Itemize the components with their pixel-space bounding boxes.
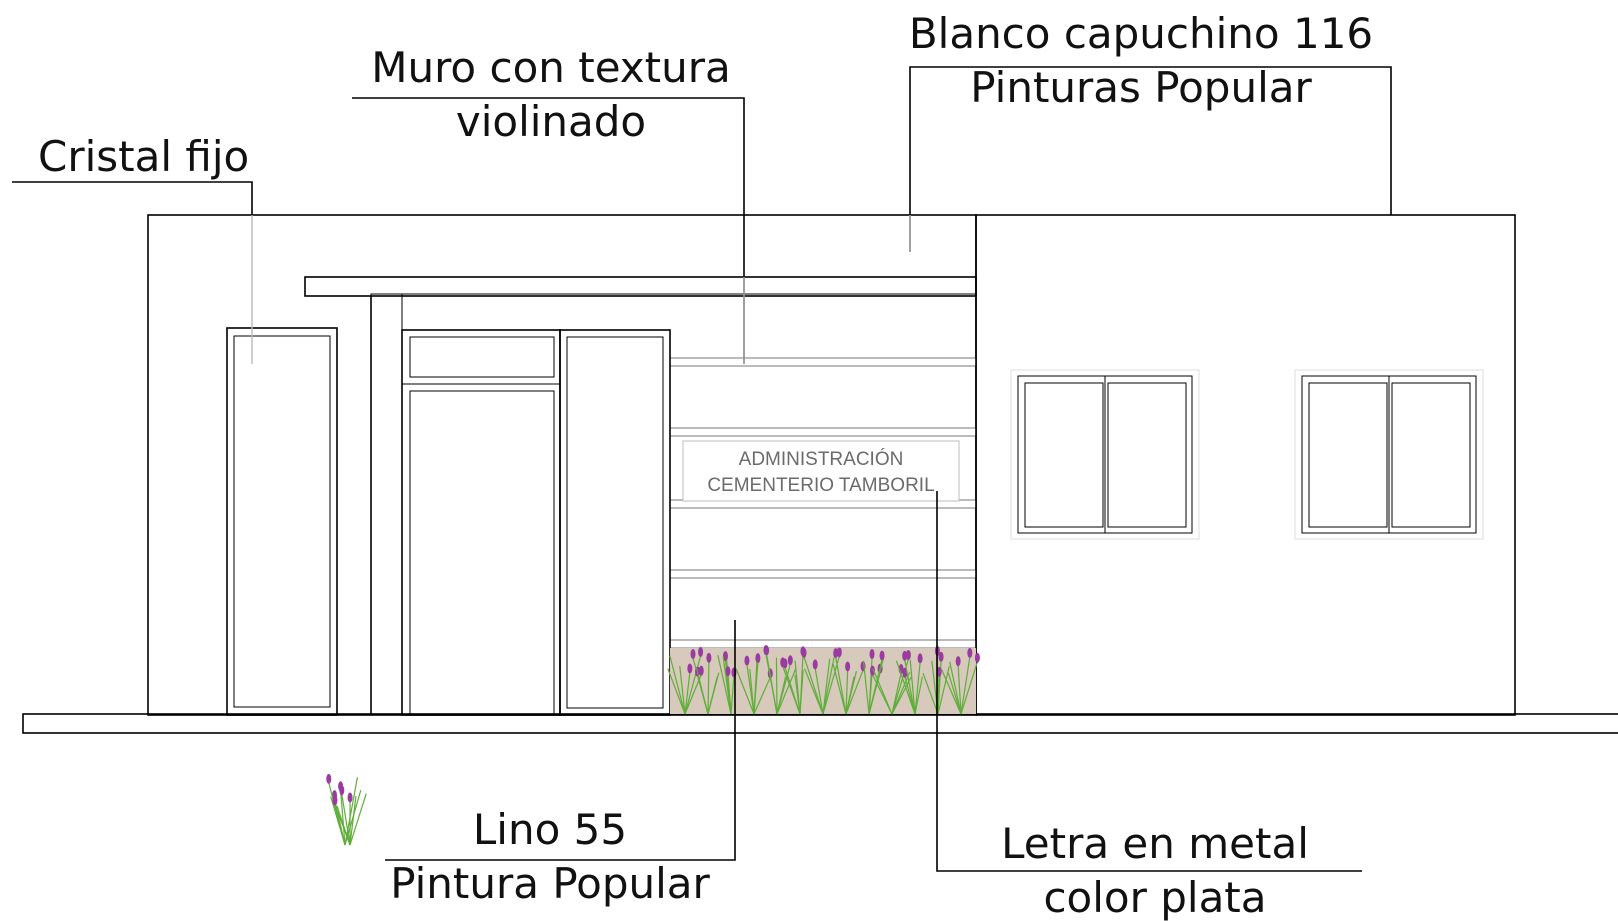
entrance-door	[401, 329, 671, 716]
metal-sign: ADMINISTRACIÓN CEMENTERIO TAMBORIL	[682, 440, 960, 502]
sign-line-2: CEMENTERIO TAMBORIL	[707, 475, 934, 496]
window-right-2	[1294, 369, 1484, 540]
leader-lines	[12, 66, 1392, 872]
right-wall	[975, 214, 1516, 716]
label-cristal-fijo: Cristal fijo	[38, 132, 249, 181]
label-muro-line-2: violinado	[456, 97, 646, 146]
label-blanco-line-1: Blanco capuchino 116	[909, 9, 1373, 58]
sign-line-1: ADMINISTRACIÓN	[739, 448, 904, 470]
lavender-planter	[667, 645, 980, 715]
label-letra-line-2: color plata	[1043, 873, 1266, 921]
canopy	[304, 276, 977, 297]
window-right-1	[1010, 369, 1200, 540]
fixed-glass-window	[226, 327, 338, 716]
ground-slab	[22, 713, 1618, 734]
label-blanco-line-2: Pinturas Popular	[970, 63, 1312, 112]
texture-grooves	[669, 357, 977, 649]
label-lino-line-1: Lino 55	[473, 805, 627, 854]
label-lino-line-2: Pintura Popular	[390, 859, 710, 908]
label-letra-line-1: Letra en metal	[1001, 819, 1309, 868]
lavender-plant-small	[326, 773, 367, 846]
label-muro-line-1: Muro con textura	[371, 43, 731, 92]
